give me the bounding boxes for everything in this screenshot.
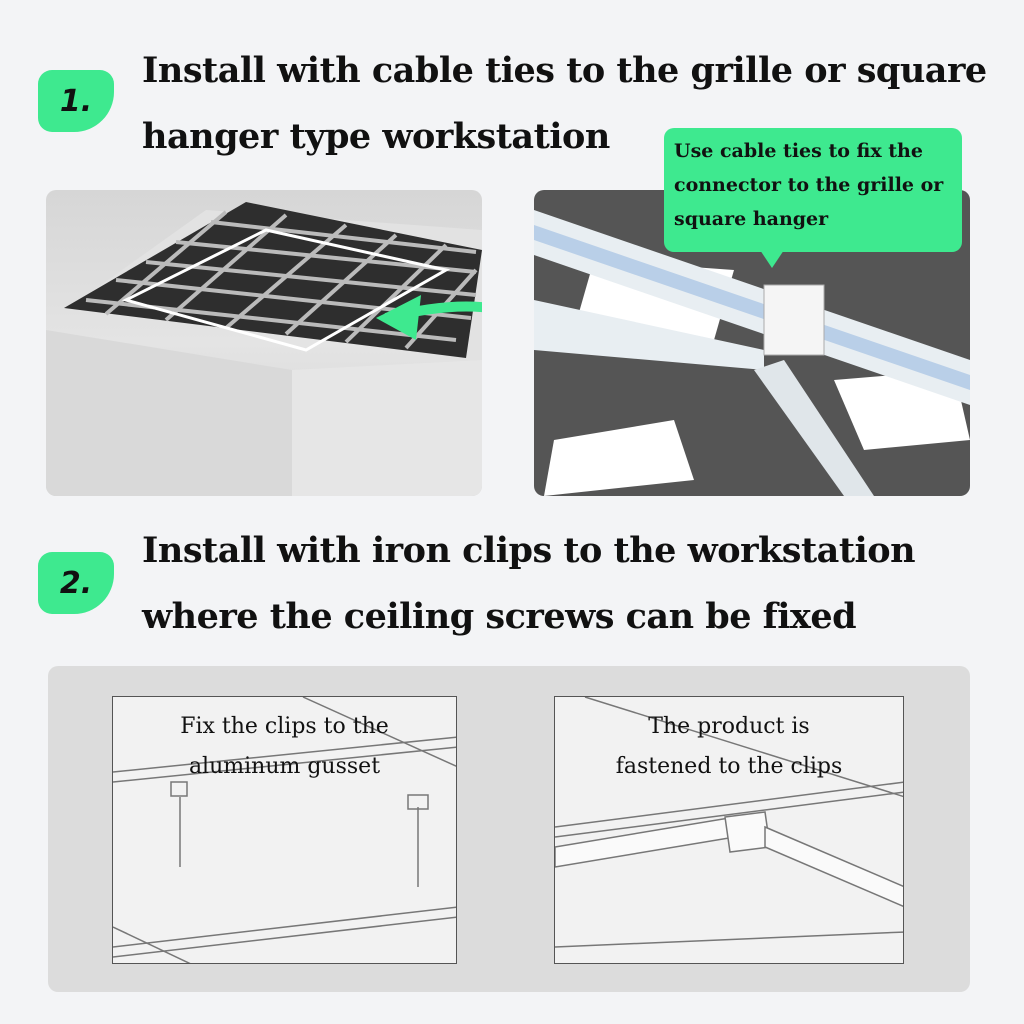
left-caption: Fix the clips to the aluminum gusset bbox=[180, 714, 389, 779]
step-2-badge: 2. bbox=[38, 552, 114, 614]
step-2-title-line1: Install with iron clips to the workstati… bbox=[142, 530, 916, 571]
product-on-clips-illustration: The product is fastened to the clips bbox=[554, 696, 904, 964]
right-caption: The product is fastened to the clips bbox=[615, 714, 843, 779]
step-1-title-line2: hanger type workstation bbox=[142, 116, 610, 157]
grille-ceiling-image bbox=[46, 190, 482, 496]
step-1-title-line1: Install with cable ties to the grille or… bbox=[142, 50, 987, 91]
step-1-title: Install with cable ties to the grille or… bbox=[142, 38, 987, 170]
step-2-title: Install with iron clips to the workstati… bbox=[142, 518, 916, 650]
step-1-badge: 1. bbox=[38, 70, 114, 132]
step-2-title-line2: where the ceiling screws can be fixed bbox=[142, 596, 857, 637]
cable-tie-callout: Use cable ties to fix the connector to t… bbox=[664, 128, 962, 268]
clips-to-gusset-illustration: Fix the clips to the aluminum gusset bbox=[112, 696, 457, 964]
